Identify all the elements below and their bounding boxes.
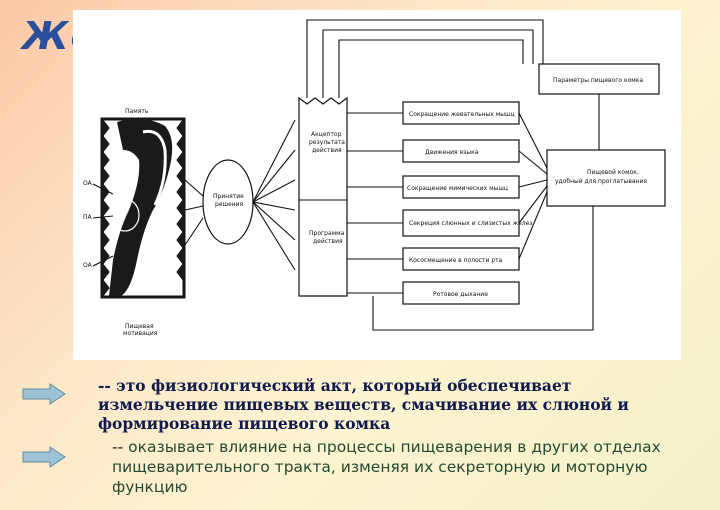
arrow-to-bolus-5	[518, 191, 548, 260]
effect-dash: --	[112, 438, 129, 456]
motivation-label-1: Пищевая	[125, 323, 154, 330]
decision-label-2: решения	[215, 201, 244, 208]
bottom-feedback-line	[372, 206, 594, 331]
arrow-memory-decision-2	[184, 205, 204, 211]
bolus-label-1: Пищевой комок,	[587, 169, 639, 176]
memory-dark-shape	[109, 118, 173, 296]
definition-text: -- это физиологический акт, который обес…	[98, 376, 629, 433]
action-label-6: Ротовое дыхание	[433, 291, 488, 298]
motivation-label-2: мотивация	[123, 330, 158, 337]
action-box-4	[402, 209, 520, 237]
fan-arrow-3	[252, 179, 296, 203]
pa-pointer	[92, 215, 114, 219]
action-label-1: Сокращение жевательных мышц	[409, 111, 515, 118]
fan-arrow-2	[252, 149, 296, 203]
feedback-line-3	[338, 39, 524, 98]
bolus-label-2: удобный для проглатывания	[555, 178, 647, 185]
arrow-bullet-2-icon	[22, 446, 66, 468]
pa-label: ПА	[83, 214, 93, 221]
arrow-to-bolus-4	[518, 185, 548, 224]
arrow-to-bolus-3	[518, 179, 548, 188]
fan-arrow-1	[252, 119, 296, 203]
oa-bottom-pointer	[92, 255, 114, 267]
arrow-bullet-1-icon	[22, 383, 66, 405]
decision-label-1: Принятие	[213, 193, 244, 200]
acceptor-label-2: результата	[309, 139, 345, 146]
program-label-2: действия	[313, 238, 343, 245]
acceptor-label-3: действия	[312, 147, 342, 154]
program-label-1: Программа	[309, 230, 345, 237]
memory-light-stroke	[142, 129, 167, 206]
effect-text: -- оказывает влияние на процессы пищевар…	[112, 437, 682, 497]
arrow-memory-decision-3	[184, 217, 204, 246]
oa-top-label: OA	[83, 180, 93, 187]
action-label-3: Сокращение мимических мышц	[407, 185, 508, 192]
fan-arrow-5	[252, 201, 296, 241]
diagram-svg: Память OA ПА OA Пищевая мотивация Принят…	[83, 19, 666, 337]
params-label: Параметры пищевого комка	[553, 77, 643, 84]
arrow-memory-decision-1	[184, 179, 204, 197]
action-label-4: Секреция слюнных и слизистых желез	[409, 220, 532, 227]
chewing-diagram: Память OA ПА OA Пищевая мотивация Принят…	[73, 10, 681, 360]
action-label-5: Кососмещение в полости рта	[409, 257, 503, 264]
central-block	[298, 96, 348, 297]
arrow-to-bolus-1	[518, 112, 548, 169]
action-label-2: Движения языка	[425, 149, 479, 156]
memory-label: Память	[125, 108, 149, 115]
arrow-to-bolus-2	[518, 150, 548, 175]
oa-bottom-label: OA	[83, 262, 93, 269]
action-boxes: Сокращение жевательных мышц Движения язы…	[402, 101, 532, 305]
params-box	[538, 63, 660, 95]
fan-arrow-4	[252, 201, 296, 211]
oa-top-pointer	[92, 183, 114, 195]
acceptor-label-1: Акцептор	[311, 131, 342, 138]
feedback-line-2	[322, 29, 534, 98]
pa-circle	[110, 198, 140, 232]
feedback-line-1	[306, 19, 544, 98]
bolus-box	[546, 149, 666, 207]
effect-body: оказывает влияние на процессы пищеварени…	[112, 438, 661, 496]
fan-arrow-6	[252, 201, 296, 271]
